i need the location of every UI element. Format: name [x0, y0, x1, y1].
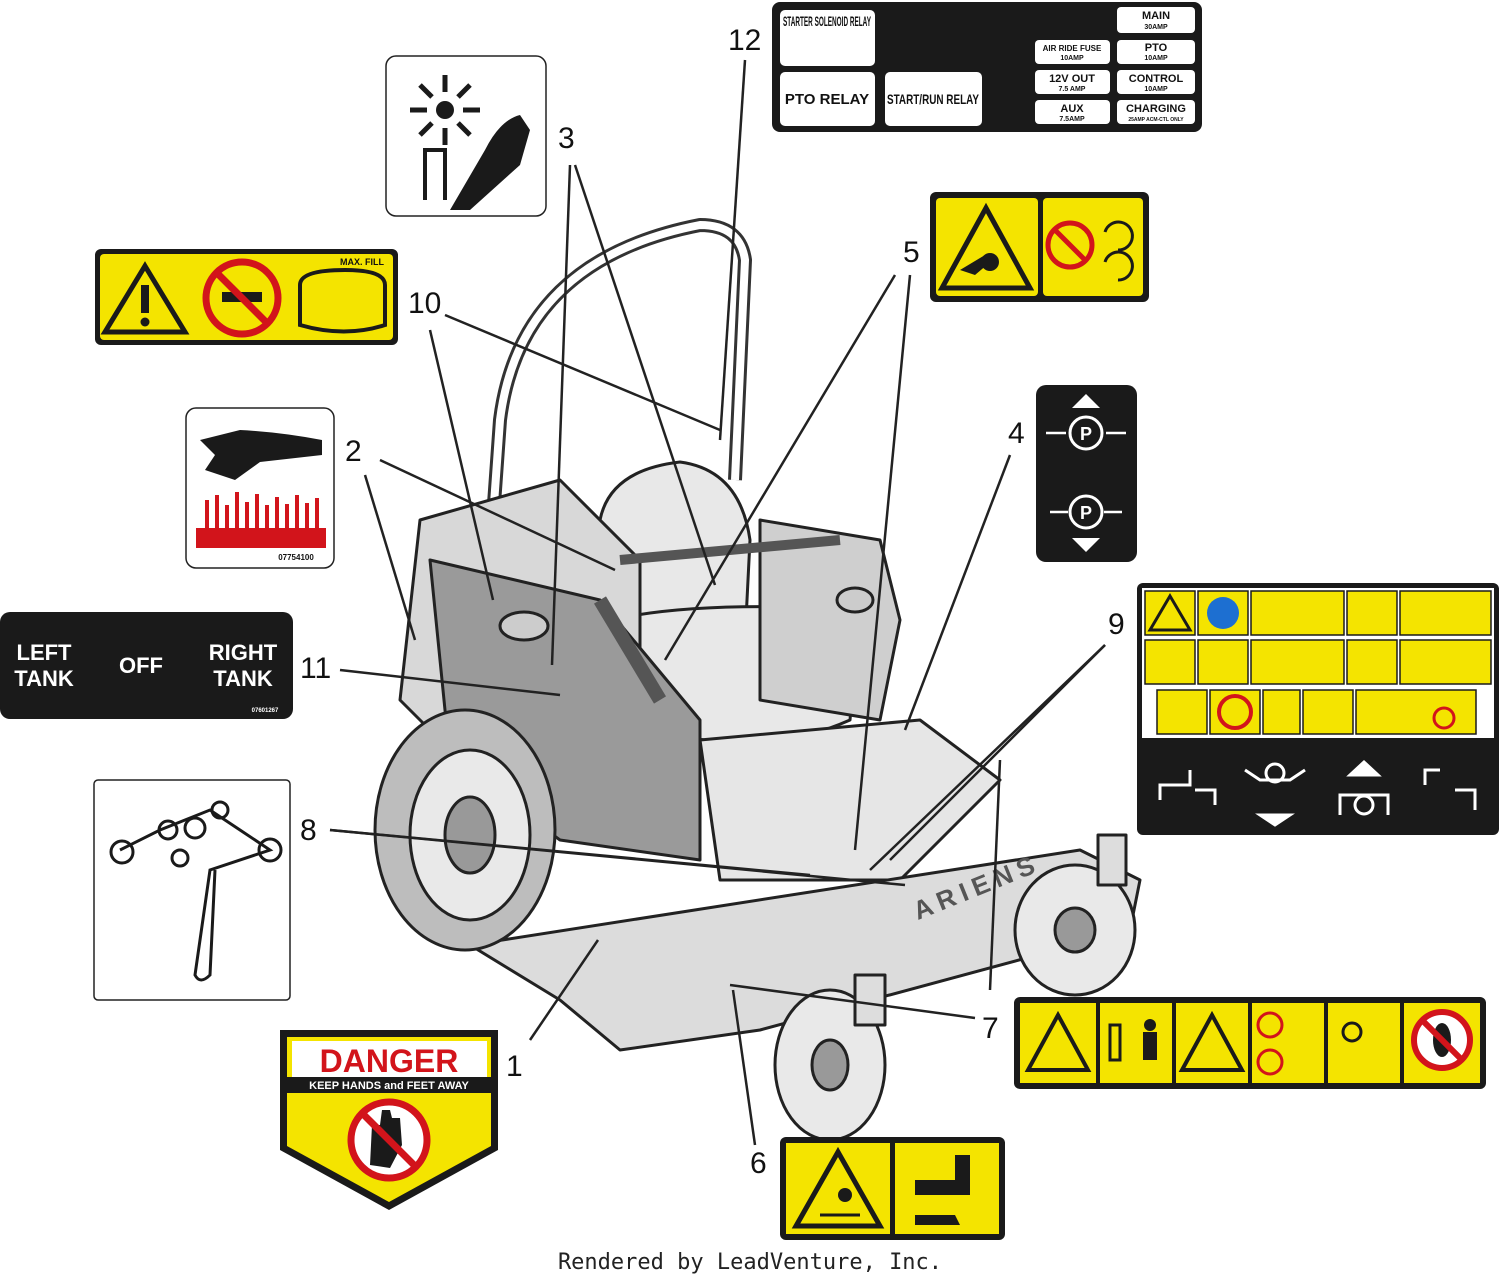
entanglement-decal: [385, 55, 547, 217]
no-passenger-icon: [1217, 694, 1253, 730]
callout-11: 11: [300, 652, 331, 685]
warning-triangle-icon-3: [1147, 593, 1193, 632]
fuse-pto-text: PTO: [1145, 42, 1168, 54]
callout-2: 2: [345, 435, 362, 468]
fuel-warning-decal: MAX. FILL: [95, 249, 398, 345]
fuse-charging-text: CHARGING: [1126, 103, 1186, 115]
callout-9: 9: [1108, 608, 1125, 641]
fuse-air-ride-text: AIR RIDE FUSE: [1043, 44, 1102, 53]
keep-distance-icon: [1108, 1023, 1122, 1062]
relay-fuse-decal: STARTER SOLENOID RELAY PTO RELAY START/R…: [772, 2, 1202, 132]
start-run-relay-text: START/RUN RELAY: [887, 91, 979, 107]
max-fill-text: MAX. FILL: [340, 257, 384, 267]
fuse-main-amp: 30AMP: [1144, 24, 1168, 31]
hand-icon: [450, 115, 530, 210]
fuse-aux-amp: 7.5AMP: [1059, 116, 1085, 123]
fuse-control-amp: 10AMP: [1144, 86, 1168, 93]
pulley-icon: [109, 839, 135, 865]
footer-credit: Rendered by LeadVenture, Inc.: [557, 1250, 943, 1275]
operator-safety-decal: [1137, 583, 1499, 835]
arrow-up-icon: [1072, 394, 1100, 408]
no-smoking-icon: [202, 258, 282, 338]
svg-text:P: P: [1080, 503, 1092, 523]
callout-1: 1: [506, 1050, 523, 1083]
discharge-warning-decal: [780, 1137, 1005, 1240]
callout-12: 12: [728, 24, 761, 57]
callout-10: 10: [408, 287, 441, 320]
svg-text:P: P: [1080, 424, 1092, 444]
callout-5: 5: [903, 236, 920, 269]
no-reverse-icon: [1256, 1011, 1284, 1039]
fuel-tank-icon: [298, 267, 387, 334]
motion-control-icons: [1158, 759, 1477, 827]
key-icon: [1341, 1021, 1363, 1043]
fuse-air-ride-amp: 10AMP: [1060, 55, 1084, 62]
fuse-control-text: CONTROL: [1129, 73, 1184, 85]
callout-7: 7: [982, 1012, 999, 1045]
leader-lines: [329, 59, 1106, 1146]
warning-triangle-icon-4: [791, 1146, 885, 1229]
heat-icon: [196, 492, 326, 548]
fuse-12v-amp: 7.5 AMP: [1059, 86, 1086, 93]
danger-decal: DANGER KEEP HANDS and FEET AWAY: [280, 1030, 498, 1210]
read-manual-icon: [1207, 597, 1239, 629]
belt-entanglement-decal: [930, 192, 1149, 302]
hot-surface-part-number: 07754100: [278, 553, 314, 562]
arrow-down-icon: [1072, 538, 1100, 552]
left-tank-line2: TANK: [14, 666, 74, 691]
hot-surface-decal: 07754100: [185, 407, 335, 569]
callout-4: 4: [1008, 417, 1025, 450]
chute-icon: [915, 1155, 970, 1195]
parking-icon-2: [1068, 494, 1104, 530]
pto-relay-text: PTO RELAY: [785, 91, 869, 108]
fuse-12v-text: 12V OUT: [1049, 73, 1095, 85]
rotating-shaft-icon: [436, 101, 454, 119]
parking-icon: [1068, 415, 1104, 451]
fuse-aux-text: AUX: [1060, 103, 1084, 115]
callout-8: 8: [300, 814, 317, 847]
right-tank-line2: TANK: [213, 666, 273, 691]
callout-6: 6: [750, 1147, 767, 1180]
blade-icon: [1178, 1010, 1246, 1072]
parking-brake-decal: P P: [1036, 385, 1137, 562]
danger-title: DANGER: [320, 1043, 459, 1079]
fuse-charging-note: 25AMP ACM-CTL ONLY: [1128, 117, 1184, 123]
right-tank-line1: RIGHT: [209, 640, 278, 665]
thrown-object-icon: [1024, 1010, 1092, 1072]
off-text: OFF: [119, 653, 163, 678]
belt-routing-decal: [93, 779, 291, 1001]
starter-relay-text: STARTER SOLENOID RELAY: [783, 13, 871, 29]
hand-icon-2: [200, 430, 322, 480]
tank-part-number: 07601267: [252, 708, 279, 714]
danger-subtitle: KEEP HANDS and FEET AWAY: [309, 1080, 469, 1092]
no-hand-icon: [1045, 220, 1095, 270]
left-tank-line1: LEFT: [17, 640, 73, 665]
callout-3: 3: [558, 122, 575, 155]
zero-turn-mower: [373, 218, 1142, 1142]
rotation-icon: [1103, 220, 1134, 252]
deck-warning-decal: [1014, 997, 1486, 1089]
fuse-pto-amp: 10AMP: [1144, 55, 1168, 62]
fuse-main-text: MAIN: [1142, 10, 1170, 22]
tank-selector-decal: LEFT TANK OFF RIGHT TANK 07601267: [0, 612, 293, 719]
